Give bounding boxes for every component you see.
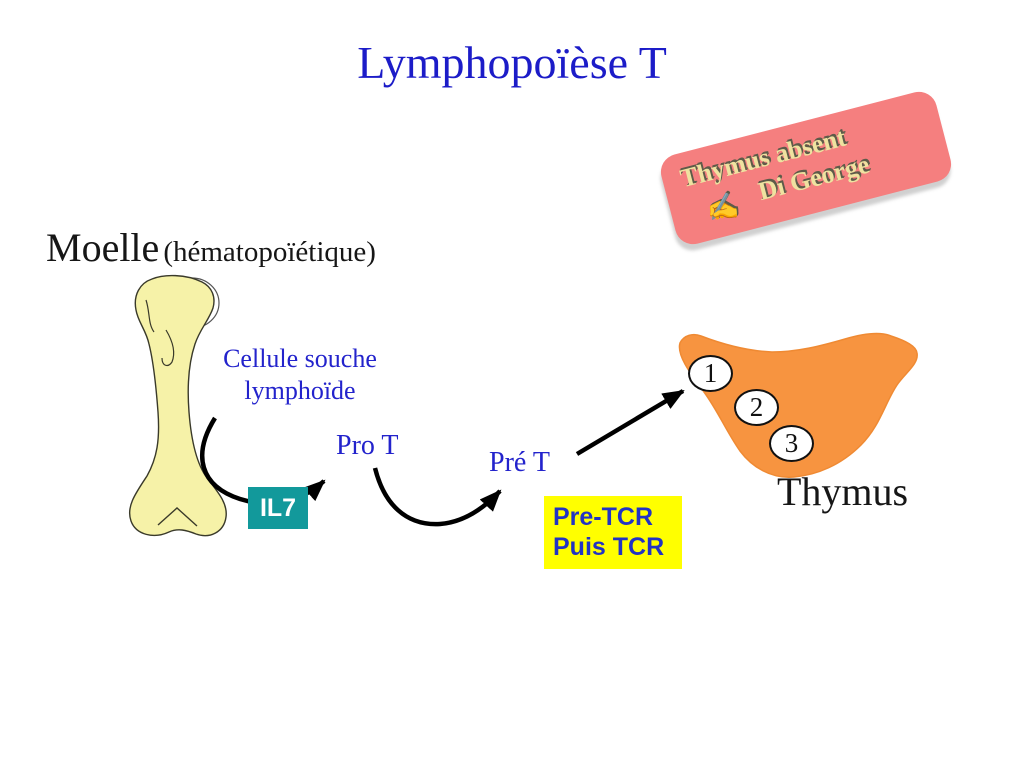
stage-circle-3: 3: [769, 425, 814, 462]
il7-box: IL7: [248, 487, 308, 529]
arrow-pret-to-thymus: [575, 389, 685, 456]
tcr-line-1: Pre-TCR: [553, 503, 654, 531]
marrow-label: Moelle (hématopoïétique): [46, 224, 376, 271]
il7-label: IL7: [259, 493, 297, 522]
marrow-label-sub: (hématopoïétique): [163, 236, 376, 268]
pre-t-label: Pré T: [489, 447, 550, 478]
stage-circle-2: 2: [734, 389, 779, 426]
marrow-label-main: Moelle: [46, 225, 160, 270]
tcr-line-2: Puis TCR: [553, 533, 665, 561]
writing-hand-icon: ✍: [704, 191, 741, 224]
thymus-shape: [678, 332, 918, 478]
stem-cell-label: Cellule souche lymphoïde: [200, 343, 400, 407]
thymus-label: Thymus: [777, 469, 909, 514]
tcr-box: Pre-TCR Puis TCR: [544, 496, 682, 569]
femur-bone-icon: [129, 274, 227, 537]
arrow-prot-to-pret: [372, 467, 502, 527]
slide-title: Lymphopoïèse T: [357, 37, 667, 88]
stem-cell-line-2: lymphoïde: [244, 376, 356, 405]
stage-3-number: 3: [784, 428, 799, 458]
stage-2-number: 2: [749, 392, 764, 422]
stage-circle-1: 1: [688, 355, 733, 392]
stem-cell-line-1: Cellule souche: [223, 344, 377, 373]
pro-t-label: Pro T: [336, 430, 399, 461]
stage-1-number: 1: [703, 358, 718, 388]
